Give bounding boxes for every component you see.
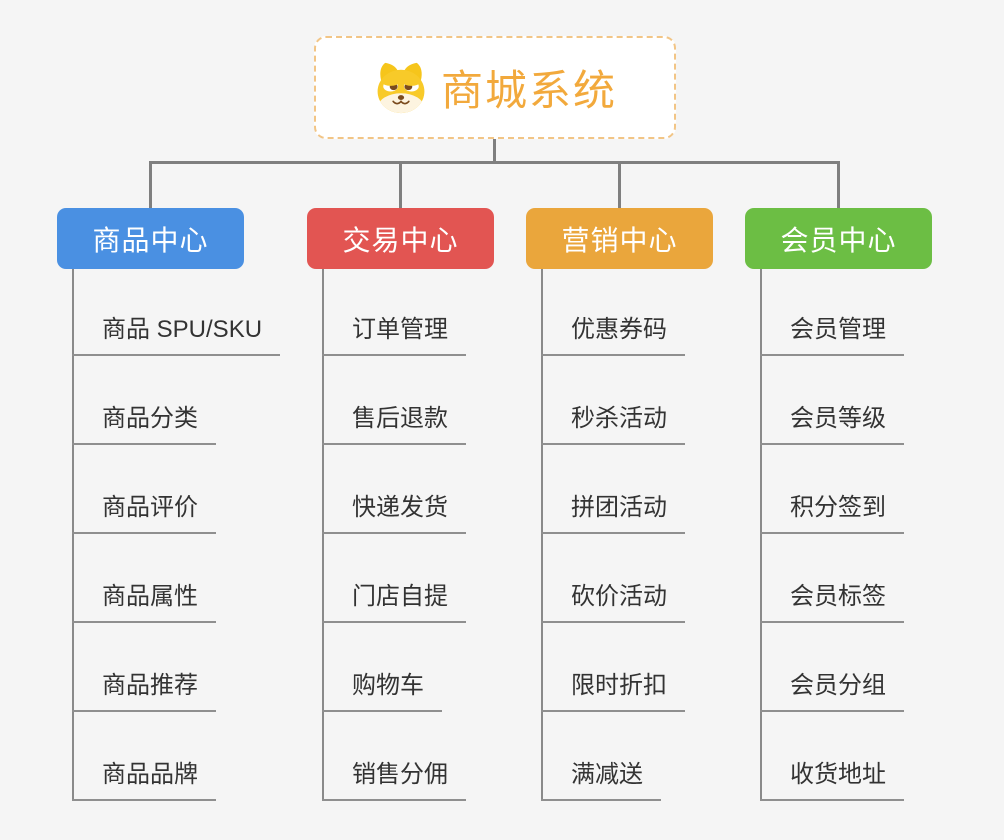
connector-drop-member (837, 161, 840, 208)
dog-face-icon (373, 62, 429, 114)
connector-root-stem (493, 139, 496, 163)
column-spine (760, 269, 762, 801)
root-node[interactable]: 商城系统 (314, 36, 676, 139)
column-spine (322, 269, 324, 801)
leaf-node[interactable]: 收货地址 (760, 757, 904, 801)
leaf-node[interactable]: 商品属性 (72, 579, 216, 623)
column-spine (541, 269, 543, 801)
leaf-node[interactable]: 销售分佣 (322, 757, 466, 801)
leaf-node[interactable]: 会员标签 (760, 579, 904, 623)
leaf-node[interactable]: 快递发货 (322, 490, 466, 534)
leaf-node[interactable]: 会员等级 (760, 401, 904, 445)
branch-member-center[interactable]: 会员中心 (745, 208, 932, 269)
leaf-node[interactable]: 秒杀活动 (541, 401, 685, 445)
leaf-node[interactable]: 限时折扣 (541, 668, 685, 712)
leaf-node[interactable]: 会员分组 (760, 668, 904, 712)
branch-trade-center[interactable]: 交易中心 (307, 208, 494, 269)
branch-marketing-center[interactable]: 营销中心 (526, 208, 713, 269)
column-spine (72, 269, 74, 801)
leaf-node[interactable]: 商品评价 (72, 490, 216, 534)
connector-drop-marketing (618, 161, 621, 208)
leaf-node[interactable]: 售后退款 (322, 401, 466, 445)
leaf-node[interactable]: 门店自提 (322, 579, 466, 623)
leaf-node[interactable]: 优惠券码 (541, 312, 685, 356)
leaf-node[interactable]: 商品分类 (72, 401, 216, 445)
leaf-column-product: 商品 SPU/SKU 商品分类 商品评价 商品属性 商品推荐 商品品牌 (72, 269, 332, 804)
leaf-node[interactable]: 商品品牌 (72, 757, 216, 801)
leaf-node[interactable]: 商品推荐 (72, 668, 216, 712)
connector-horizontal-bar (149, 161, 840, 164)
leaf-node[interactable]: 砍价活动 (541, 579, 685, 623)
leaf-column-trade: 订单管理 售后退款 快递发货 门店自提 购物车 销售分佣 (322, 269, 582, 804)
leaf-node[interactable]: 拼团活动 (541, 490, 685, 534)
leaf-node[interactable]: 会员管理 (760, 312, 904, 356)
leaf-node[interactable]: 积分签到 (760, 490, 904, 534)
leaf-node[interactable]: 商品 SPU/SKU (72, 312, 281, 356)
branch-product-center[interactable]: 商品中心 (57, 208, 244, 269)
leaf-node[interactable]: 购物车 (322, 668, 442, 712)
leaf-column-marketing: 优惠券码 秒杀活动 拼团活动 砍价活动 限时折扣 满减送 (541, 269, 801, 804)
leaf-node[interactable]: 订单管理 (322, 312, 466, 356)
root-title: 商城系统 (440, 67, 617, 114)
connector-drop-product (149, 161, 152, 208)
connector-drop-trade (399, 161, 402, 208)
leaf-column-member: 会员管理 会员等级 积分签到 会员标签 会员分组 收货地址 (760, 269, 1004, 804)
leaf-node[interactable]: 满减送 (541, 757, 661, 801)
